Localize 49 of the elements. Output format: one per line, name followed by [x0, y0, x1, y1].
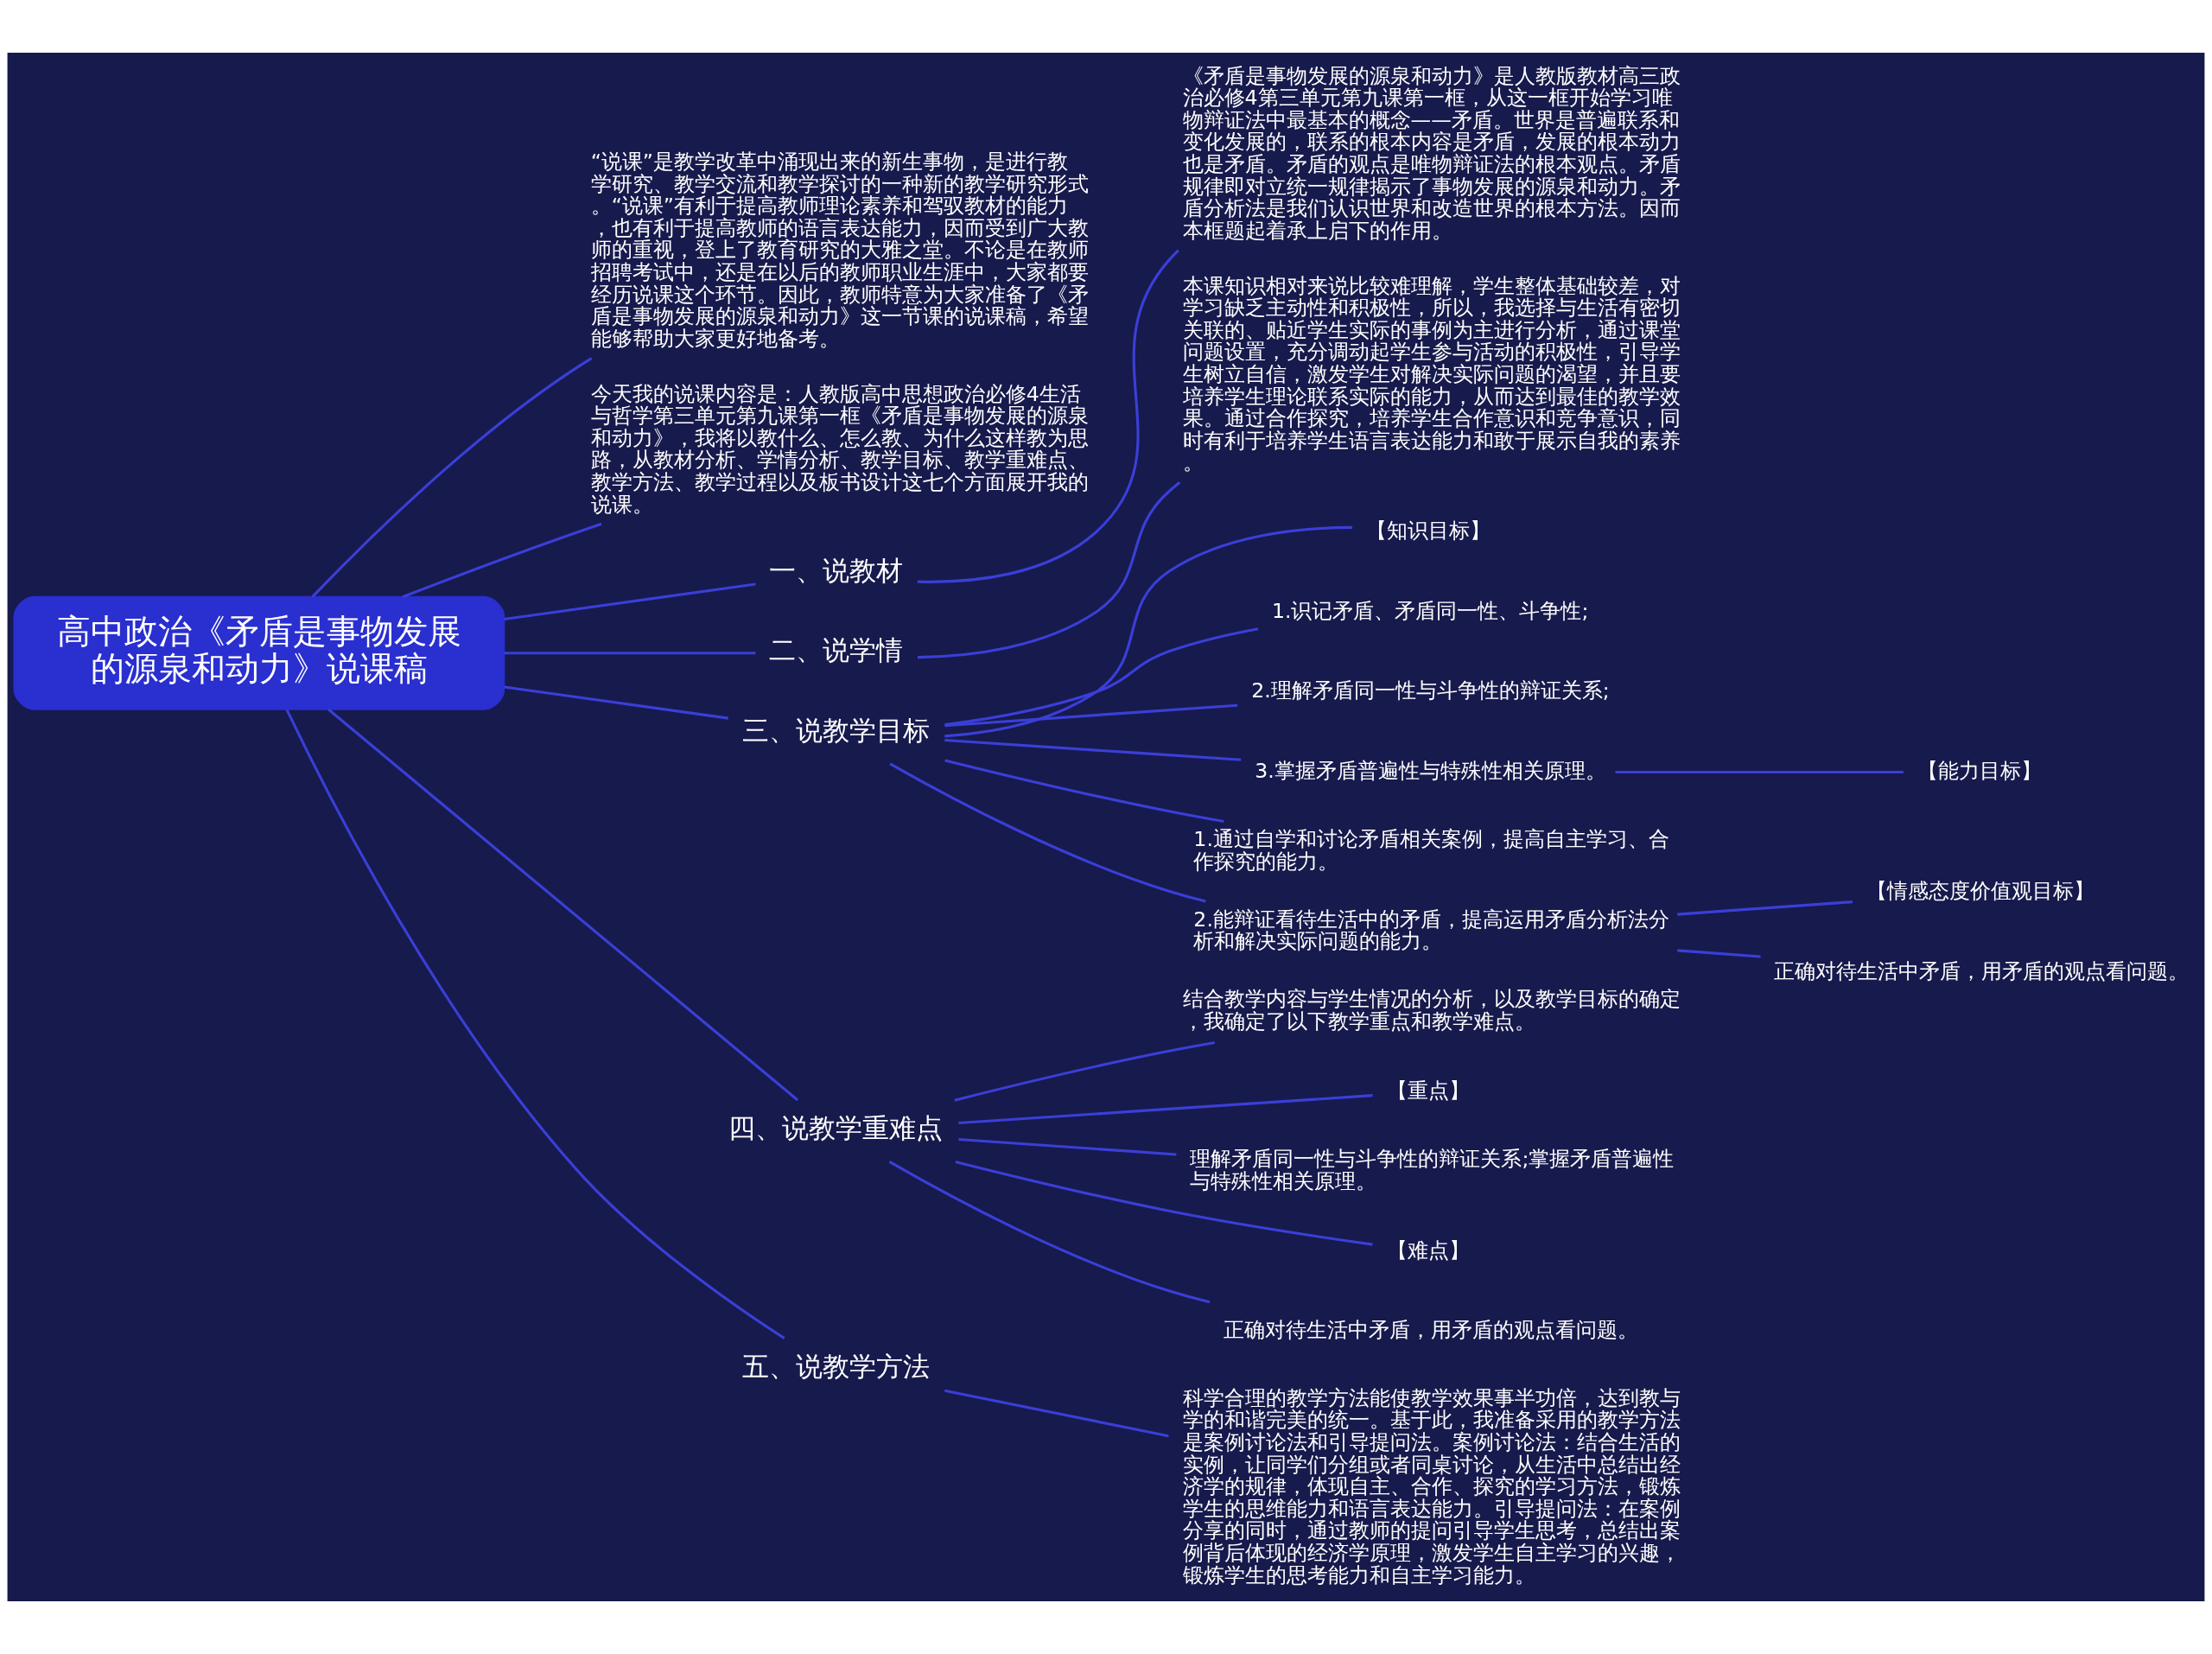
- node-text: 【重点】: [1386, 1078, 1470, 1103]
- node-text: 正确对待生活中矛盾，用矛盾的观点看问题。: [1223, 1318, 1638, 1343]
- node-text: “说课”是教学改革中涌现出来的新生事物，是进行教学研究、教学交流和教学探讨的一种新的教学研究形式。“说课”有利于提高教师理论素养和驾驭教材的能力，也有利于提高教师的语言表达能力，因而受到广大教师的重视，登上了教育研究的大雅之堂。不论是在教师招聘考试中，还是在以后的教师职业生涯中，大家都要经历说课这个环节。因此，教师特意为大家准备了《矛盾是事物发展的源泉和动力》这一节课的说课稿，希望能够帮助大家更好地备考。: [590, 149, 1089, 351]
- connector: [504, 685, 728, 720]
- connector: [944, 703, 1238, 728]
- node-text: 《矛盾是事物发展的源泉和动力》是人教版教材高三政治必修4第三单元第九课第一框，从这一框开始学习唯物辩证法中最基本的概念——矛盾。世界是普遍联系和变化发展的，联系的根本内容是矛盾，发展的根本动力也是矛盾。矛盾的观点是唯物辩证法的根本观点。矛盾规律即对立统一规律揭示了事物发展的源泉和动力。矛盾分析法是我们认识世界和改造世界的根本方法。因而本框题起着承上启下的作用。: [1182, 63, 1681, 243]
- connector: [958, 1137, 1177, 1156]
- connector: [944, 627, 1259, 727]
- connector: [327, 708, 799, 1102]
- connector: [311, 357, 593, 598]
- connector: [944, 759, 1224, 824]
- connector: [918, 481, 1181, 659]
- node-text: 今天我的说课内容是：人教版高中思想政治必修4生活与哲学第三单元第九课第一框《矛盾是事物发展的源泉和动力》，我将以教什么、怎么教、为什么这样教为思路，从教材分析、学情分析、教学目标、教学重难点、教学方法、教学过程以及板书设计这七个方面展开我的说课。: [590, 381, 1089, 517]
- connector: [944, 525, 1353, 738]
- connector: [1677, 949, 1761, 958]
- connector: [504, 652, 756, 655]
- node-text: 3.掌握矛盾普遍性与特殊性相关原理。: [1255, 758, 1606, 783]
- node-text: 【难点】: [1386, 1237, 1470, 1263]
- node-text: 1.识记矛盾、矛盾同一性、斗争性;: [1271, 598, 1589, 623]
- node-text: 本课知识相对来说比较难理解，学生整体基础较差，对学习缺乏主动性和积极性，所以，我选择与生活有密切关联的、贴近学生实际的事例为主进行分析，通过课堂问题设置，充分调动起学生参与活动的积极性，引导学生树立自信，激发学生对解决实际问题的渴望，并且要培养学生理论联系实际的能力，从而达到最佳的教学效果。通过合作探究，培养学生合作意识和竞争意识，同时有利于培养学生语言表达能力和敢于展示自我的素养。: [1182, 273, 1681, 475]
- node-text: 1.通过自学和讨论矛盾相关案例，提高自主学习、合作探究的能力。: [1193, 827, 1669, 874]
- connector: [402, 522, 602, 599]
- node-text: 正确对待生活中矛盾，用矛盾的观点看问题。: [1774, 958, 2190, 983]
- connector: [955, 1160, 1373, 1246]
- node-text: 五、说教学方法: [741, 1350, 930, 1382]
- node-text: 一、说教材: [769, 554, 904, 586]
- connector: [889, 762, 1206, 903]
- node-text: 2.能辩证看待生活中的矛盾，提高运用矛盾分析法分析和解决实际问题的能力。: [1193, 907, 1669, 954]
- node-text: 【情感态度价值观目标】: [1866, 879, 2094, 904]
- connector: [954, 1040, 1216, 1102]
- connector: [944, 1389, 1169, 1438]
- connector: [1615, 770, 1904, 774]
- node-text: 2.理解矛盾同一性与斗争性的辩证关系;: [1251, 678, 1610, 703]
- node-text: 三、说教学目标: [741, 714, 930, 746]
- node-text: 结合教学内容与学生情况的分析，以及教学目标的确定，我确定了以下教学重点和教学难点。: [1182, 987, 1681, 1034]
- node-box: 高中政治《矛盾是事物发展的源泉和动力》说课稿: [13, 595, 505, 710]
- node-text: 科学合理的教学方法能使教学效果事半功倍，达到教与学的和谐完美的统一。基于此，我准备采用的教学方法是案例讨论法和引导提问法。案例讨论法：结合生活的实例，让同学们分组或者同桌讨论，从生活中总结出经济学的规律，体现自主、合作、探究的学习方法，锻炼学生的思维能力和语言表达能力。引导提问法：在案例分享的同时，通过教师的提问引导学生思考，总结出案例背后体现的经济学原理，激发学生自主学习的兴趣，锻炼学生的思考能力和自主学习能力。: [1182, 1385, 1681, 1587]
- connector: [285, 709, 785, 1339]
- node-text: 二、说学情: [769, 634, 904, 666]
- connector: [504, 582, 756, 621]
- connector: [944, 738, 1242, 761]
- node-text: 【知识目标】: [1366, 518, 1491, 544]
- connector: [1677, 900, 1853, 916]
- node-text: 理解矛盾同一性与斗争性的辩证关系;掌握矛盾普遍性与特殊性相关原理。: [1190, 1147, 1675, 1193]
- connector: [917, 249, 1179, 583]
- node-text: 四、说教学重难点: [728, 1112, 944, 1144]
- connector: [888, 1160, 1211, 1304]
- connector: [958, 1094, 1373, 1125]
- node-text: 【能力目标】: [1916, 758, 2042, 783]
